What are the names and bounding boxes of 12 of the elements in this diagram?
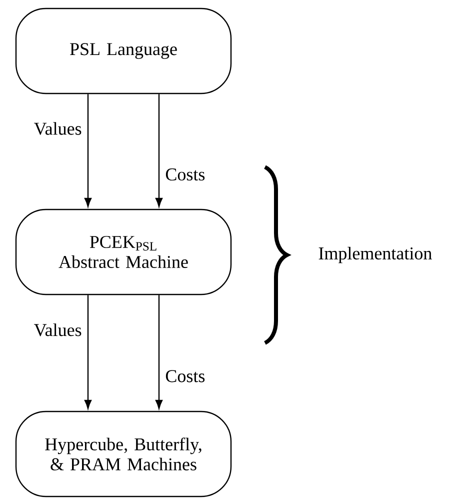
edge-label: Values bbox=[34, 122, 82, 135]
process-box: Hypercube, Butterfly, & PRAM Machines bbox=[15, 410, 232, 498]
arrow bbox=[155, 94, 163, 207]
process-box: PSL Language bbox=[15, 8, 232, 94]
arrow bbox=[84, 94, 92, 207]
arrow bbox=[84, 295, 92, 409]
bracket-label: Implementation bbox=[318, 246, 432, 264]
edge-label: Values bbox=[34, 323, 82, 336]
edge-label: Costs bbox=[166, 168, 205, 180]
arrow bbox=[155, 295, 163, 409]
edge-label: Costs bbox=[166, 370, 205, 382]
process-box: PCEK$_{PSL}$ Abstract Machine bbox=[15, 208, 232, 296]
